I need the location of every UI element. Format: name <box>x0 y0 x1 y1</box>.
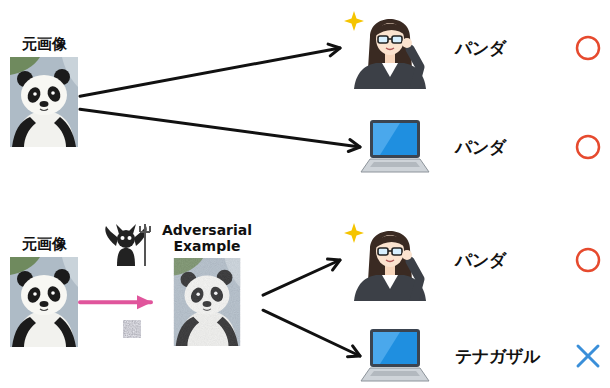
devil-icon <box>105 224 150 266</box>
person-picture <box>340 219 430 301</box>
panda-icon <box>10 257 78 347</box>
source-image: 元画像 <box>8 36 80 147</box>
person-icon <box>344 223 426 301</box>
person-picture <box>340 7 430 89</box>
laptop-picture <box>360 328 430 384</box>
node-label: パンダ <box>455 249 506 272</box>
noise-patch <box>123 320 141 338</box>
node-label: 元画像 <box>22 236 67 253</box>
panda-adv-picture <box>173 258 241 346</box>
correct-mark <box>577 37 599 271</box>
laptop-icon <box>361 120 429 172</box>
arrow-connector <box>263 310 360 356</box>
human-result: パンダ <box>340 7 506 89</box>
node-label: 元画像 <box>22 36 67 53</box>
node-label: パンダ <box>455 136 506 159</box>
arrow-connector <box>80 109 360 147</box>
panda-adv-icon <box>174 258 240 346</box>
node-label: Adversarial Example <box>151 222 263 254</box>
node-label: パンダ <box>455 37 506 60</box>
panda-picture <box>10 57 78 147</box>
node-label: テナガザル <box>455 345 540 368</box>
panda-icon <box>10 57 78 147</box>
adversarial-image: Adversarial Example <box>151 222 263 346</box>
arrow-connector <box>80 48 340 96</box>
laptop-icon <box>361 329 429 381</box>
wrong-mark <box>578 346 598 366</box>
human-result: パンダ <box>340 219 506 301</box>
arrow-connector <box>263 260 340 295</box>
arrow-connector <box>80 300 151 304</box>
computer-result: パンダ <box>360 119 506 175</box>
panda-picture <box>10 257 78 347</box>
source-image: 元画像 <box>8 236 80 347</box>
person-icon <box>344 11 426 89</box>
laptop-picture <box>360 119 430 175</box>
computer-result: テナガザル <box>360 328 540 384</box>
